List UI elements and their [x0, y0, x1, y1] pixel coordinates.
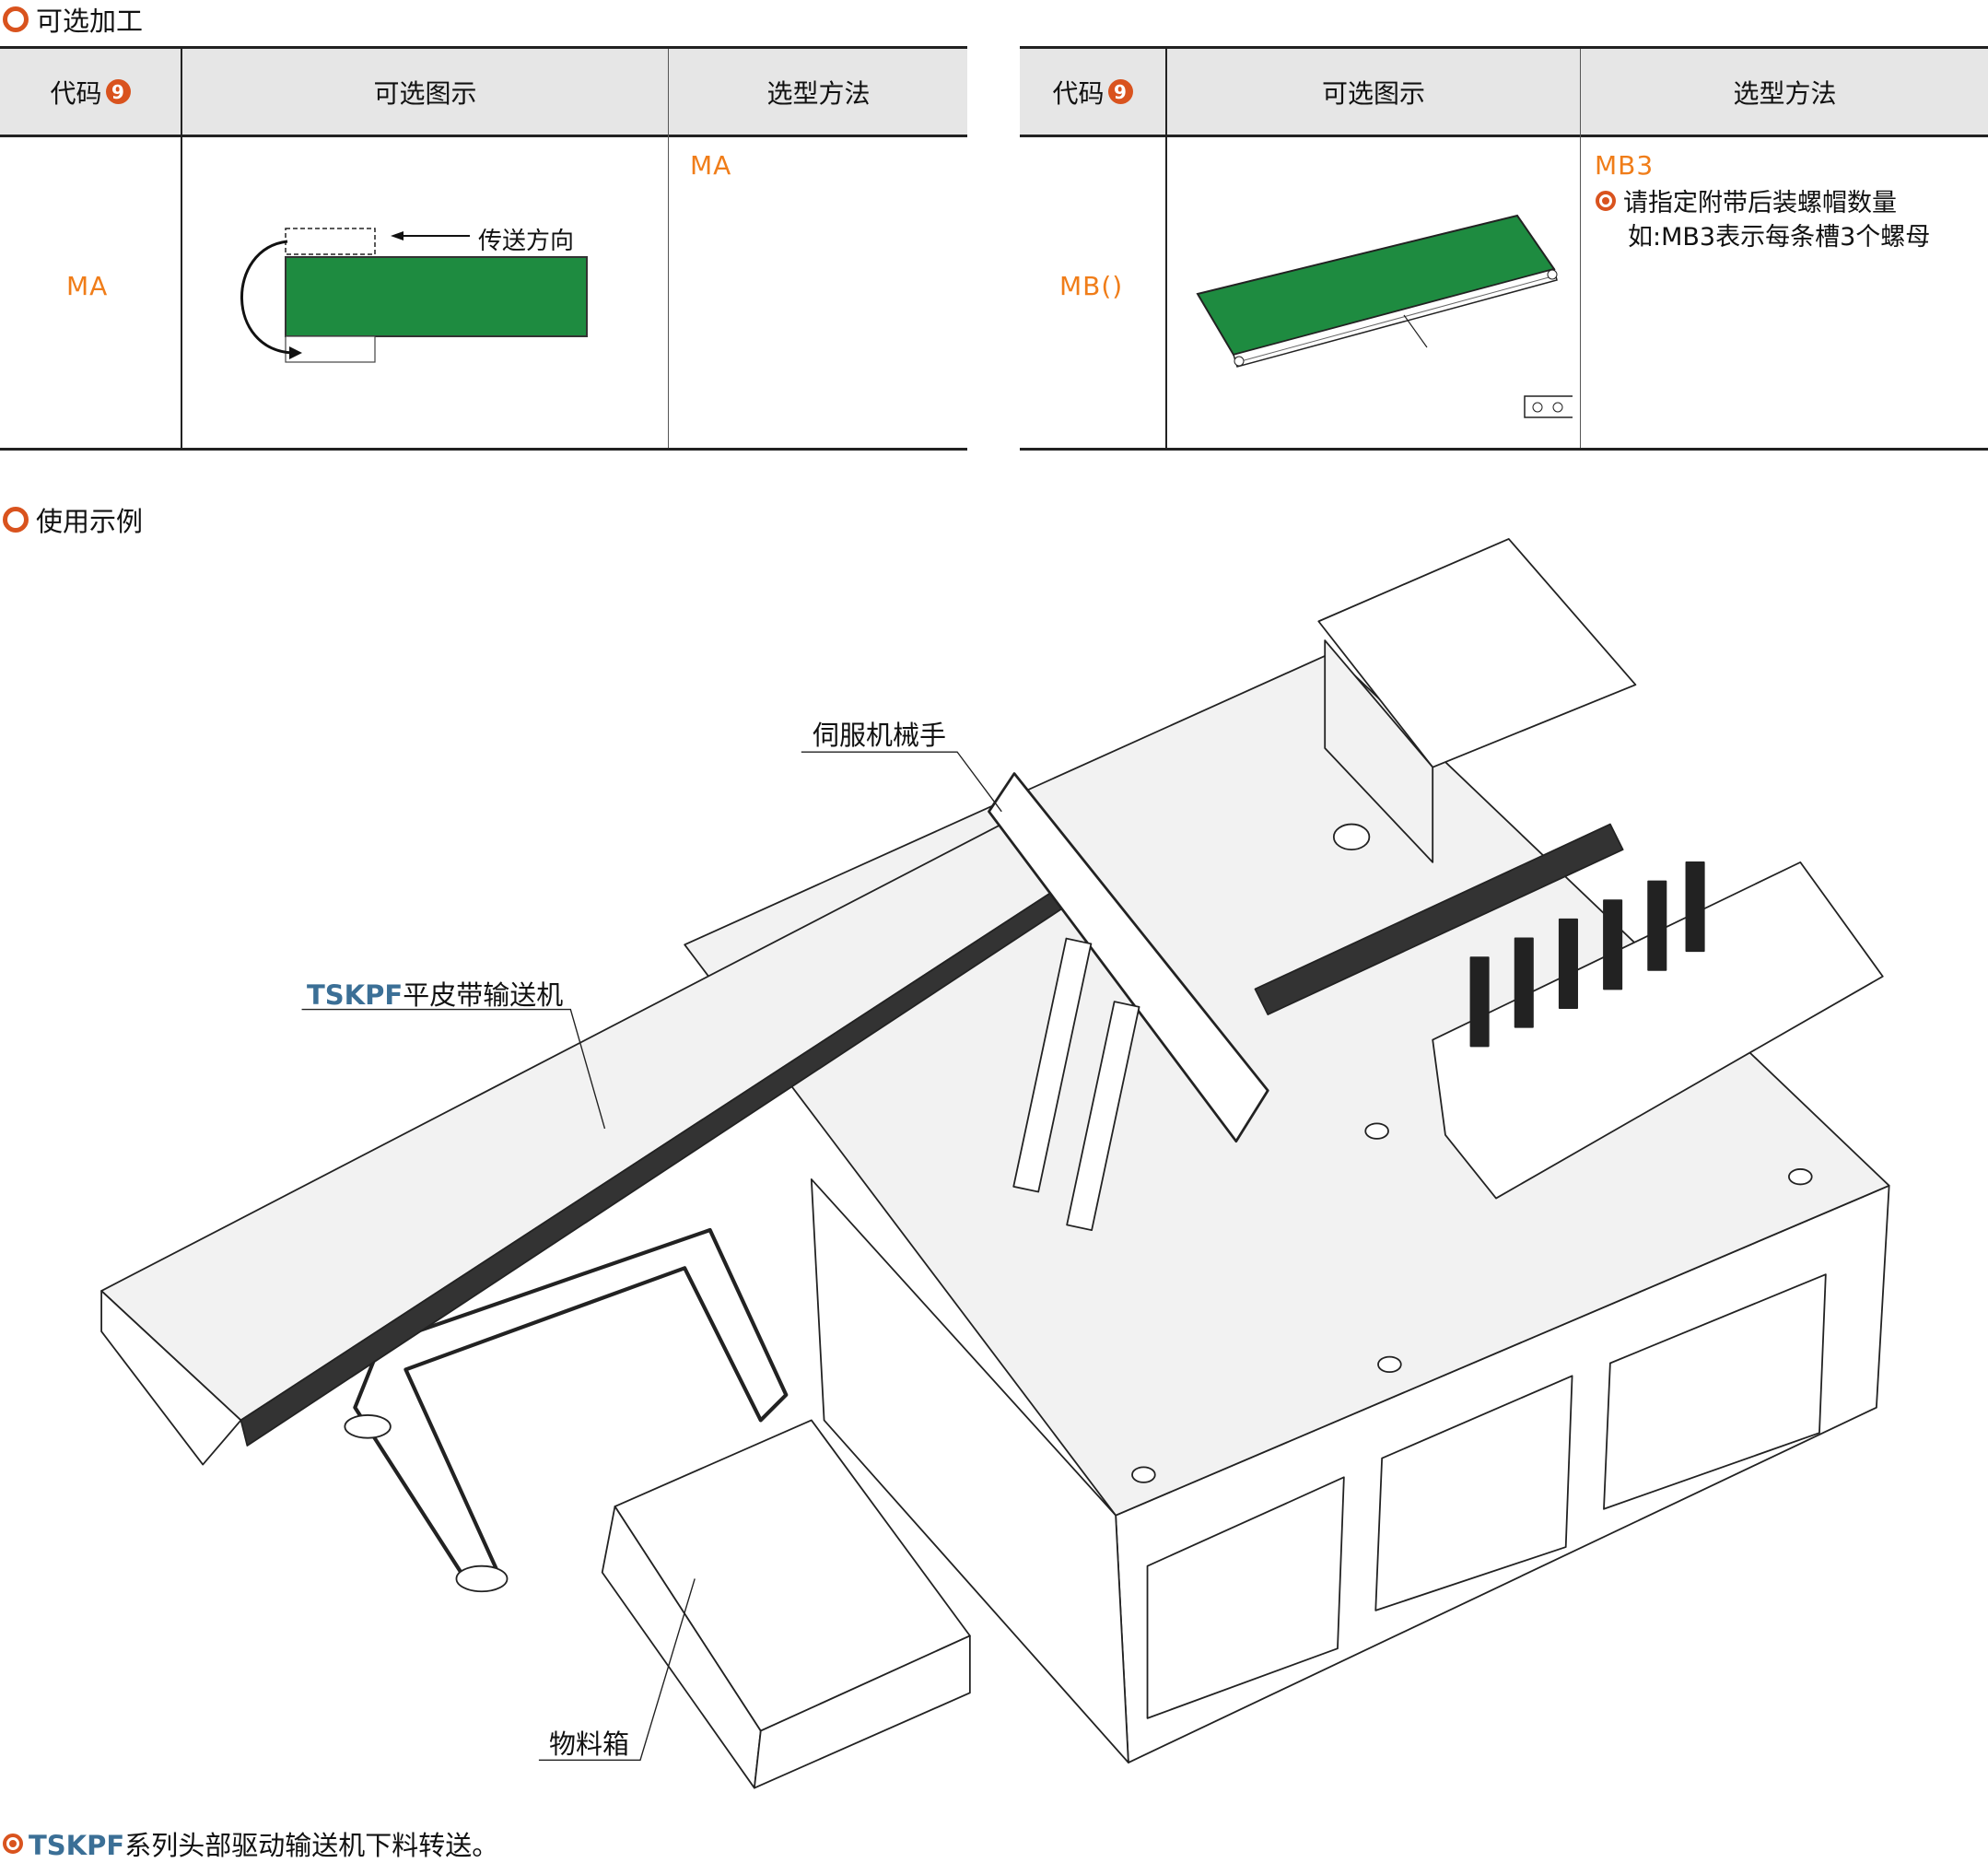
- table-hole: [1332, 823, 1371, 851]
- label-conveyor: TSKPF平皮带输送机: [307, 974, 563, 1013]
- pulley-icon: [1234, 356, 1245, 367]
- leader-conveyor: [301, 1008, 606, 1130]
- section-title-optional-processing: 可选加工: [3, 0, 143, 39]
- option-table-mb: 代码 9 可选图示 选型方法 MB() MB3 请指定附带后装螺帽数量 如:MB…: [1020, 46, 1988, 451]
- target-bullet-icon: [3, 1834, 23, 1854]
- direction-label: 传送方向: [478, 228, 575, 255]
- pulley-icon: [1547, 269, 1558, 280]
- pick-head-assembly: [1432, 861, 1884, 1200]
- table-side-frame: [810, 1178, 1129, 1763]
- conveyor-head: [100, 1290, 242, 1466]
- gantry-column: [1066, 1001, 1140, 1232]
- caption: TSKPF系列头部驱动输送机下料转送。: [3, 1824, 498, 1863]
- mb-diagram: [1196, 214, 1573, 418]
- leader-servo: [801, 751, 1002, 813]
- code-badge: 9: [1107, 79, 1133, 104]
- caption-model: TSKPF: [29, 1830, 125, 1861]
- header-code-text: 代码: [1052, 77, 1105, 109]
- return-position: [285, 335, 376, 363]
- table-hole: [1377, 1355, 1402, 1374]
- section-title-usage-example: 使用示例: [3, 500, 143, 539]
- code-badge: 9: [105, 79, 131, 104]
- servo-gantry-beam: [988, 772, 1269, 1143]
- column-divider: [668, 49, 669, 448]
- target-bullet-icon: [1596, 190, 1616, 211]
- label-servo-manipulator: 伺服机械手: [813, 720, 947, 751]
- header-code-text: 代码: [50, 77, 102, 109]
- frame-panel: [1374, 1375, 1573, 1611]
- header-selection: 选型方法: [766, 77, 871, 109]
- leader-line: [1403, 314, 1428, 348]
- column-divider: [181, 49, 182, 448]
- row-code: MB(): [1059, 271, 1124, 301]
- divider: [0, 135, 967, 137]
- ma-diagram: [240, 228, 588, 363]
- table-header: [0, 49, 967, 135]
- arrow-left-icon: [391, 231, 403, 240]
- arrow-head-icon: [289, 346, 302, 359]
- option-table-ma: 代码 9 可选图示 选型方法 MA MA 传送方向: [0, 46, 967, 451]
- note-line-1: 请指定附带后装螺帽数量: [1623, 189, 1897, 217]
- column-divider: [1165, 49, 1167, 448]
- foot-icon: [344, 1414, 392, 1439]
- row-selection: MB3: [1595, 150, 1655, 181]
- header-code: 代码 9: [0, 49, 181, 135]
- header-illustration: 可选图示: [373, 77, 477, 109]
- leader-box: [538, 1578, 696, 1761]
- hopper-side: [1324, 639, 1434, 863]
- section-title-text: 使用示例: [36, 506, 144, 537]
- section-title-text: 可选加工: [36, 6, 144, 37]
- foot-icon: [455, 1564, 509, 1593]
- hopper: [1317, 538, 1637, 768]
- table-header: [1020, 49, 1988, 135]
- suction-heads: [1469, 861, 1705, 1048]
- header-selection: 选型方法: [1733, 77, 1837, 109]
- divider: [0, 46, 967, 49]
- conveyor-model: TSKPF: [307, 979, 403, 1011]
- divider: [1020, 135, 1988, 137]
- note-line-2: 如:MB3表示每条槽3个螺母: [1628, 223, 1931, 252]
- divider: [1020, 46, 1988, 49]
- frame-panel: [1146, 1476, 1345, 1719]
- selection-note: 请指定附带后装螺帽数量: [1596, 182, 1897, 218]
- material-box-front: [753, 1635, 971, 1789]
- header-illustration: 可选图示: [1321, 77, 1425, 109]
- green-belt: [285, 256, 588, 337]
- linear-axis: [1254, 823, 1624, 1015]
- divider: [1020, 448, 1988, 451]
- table-hole: [1788, 1168, 1813, 1186]
- frame-panel: [1603, 1273, 1827, 1510]
- caption-text: 系列头部驱动输送机下料转送。: [124, 1830, 499, 1861]
- nut-icon: [1552, 402, 1563, 413]
- circle-bullet-icon: [3, 6, 29, 32]
- label-material-box: 物料箱: [549, 1728, 630, 1760]
- frame-slot: [1240, 275, 1553, 362]
- column-divider: [1580, 49, 1581, 448]
- table-hole: [1131, 1466, 1156, 1483]
- table-hole: [1364, 1122, 1389, 1140]
- row-code: MA: [66, 271, 109, 301]
- gantry-column: [1012, 937, 1093, 1193]
- circle-bullet-icon: [3, 507, 29, 533]
- conveyor-name: 平皮带输送机: [403, 979, 564, 1011]
- turnover-arc: [240, 240, 294, 355]
- divider: [0, 448, 967, 451]
- header-code: 代码 9: [1020, 49, 1165, 135]
- nut-icon: [1532, 402, 1543, 413]
- row-selection: MA: [690, 150, 732, 181]
